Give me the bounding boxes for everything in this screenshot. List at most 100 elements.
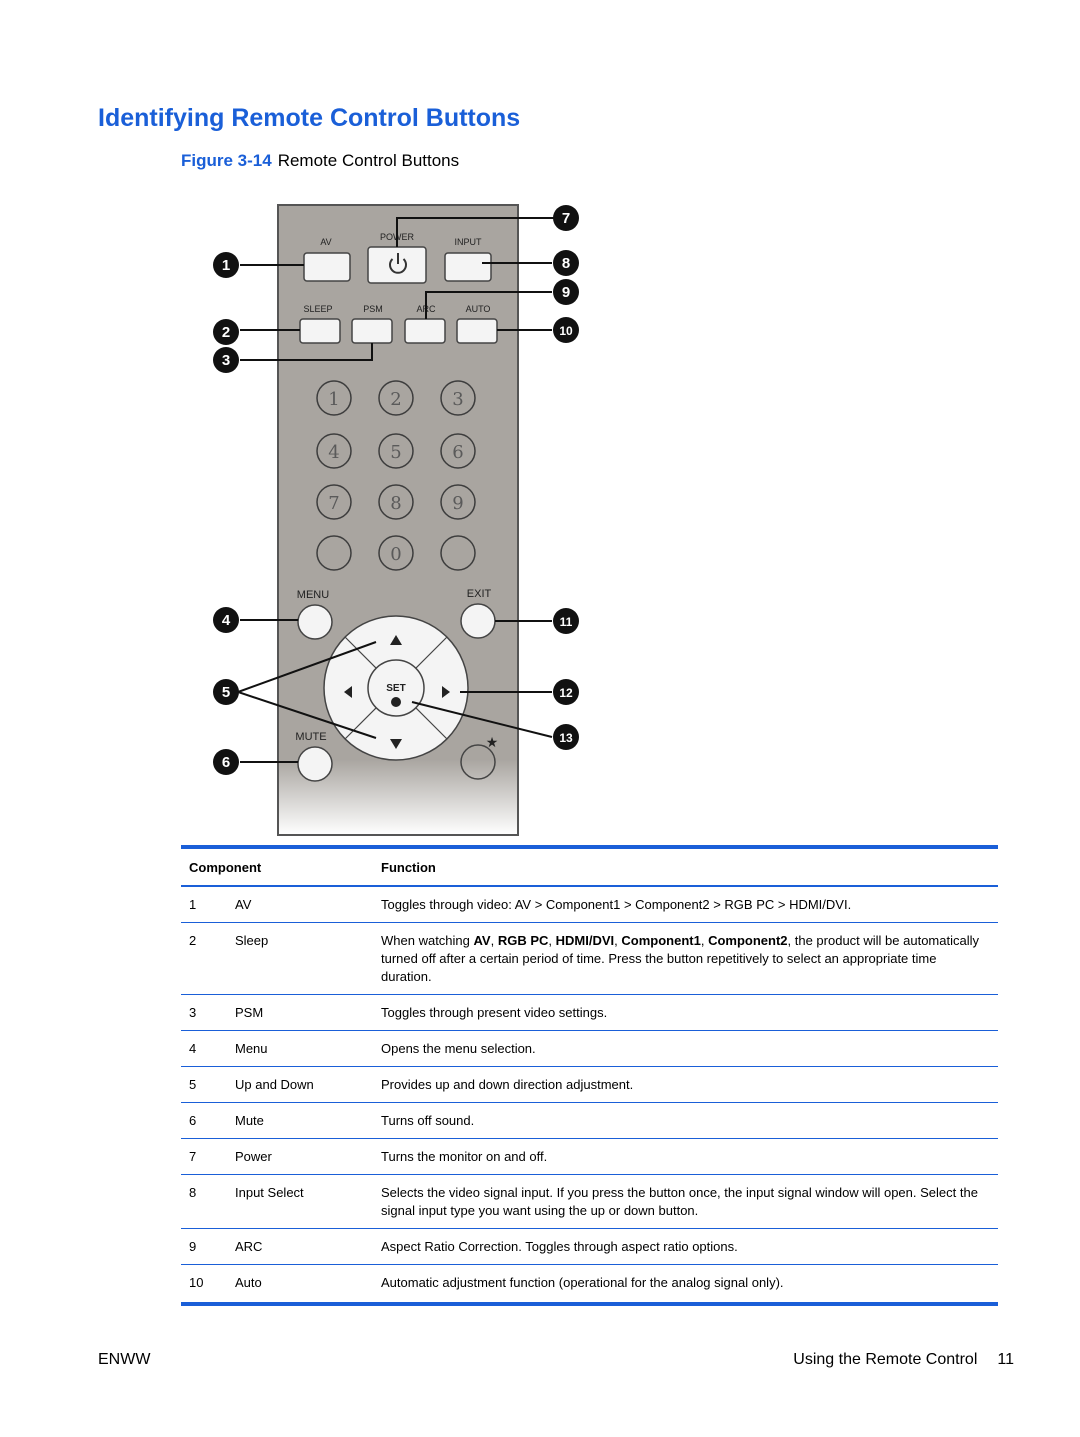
up-arrow-icon[interactable]: [390, 635, 402, 645]
row-number: 3: [189, 1005, 197, 1020]
number-button[interactable]: [378, 433, 414, 469]
function-bold-term: HDMI/DVI: [555, 933, 615, 948]
input-label: INPUT: [455, 237, 483, 247]
exit-button[interactable]: [460, 603, 496, 639]
row-number: 9: [189, 1239, 197, 1254]
row-number: 5: [189, 1077, 197, 1092]
number-button[interactable]: [440, 535, 476, 571]
number-button[interactable]: [440, 380, 476, 416]
set-button[interactable]: [367, 659, 425, 717]
footer-section-title: Using the Remote Control: [793, 1351, 978, 1368]
callout-number: 11: [560, 615, 573, 629]
callout-number: 6: [222, 754, 230, 771]
table-body: 1 AV Toggles through video: AV > Component…: [181, 887, 998, 1302]
number-button[interactable]: [316, 380, 352, 416]
input-button[interactable]: [444, 252, 492, 282]
psm-button[interactable]: [351, 318, 393, 344]
callout-marker: [553, 317, 579, 343]
function-text: ,: [700, 933, 709, 948]
row-number: 4: [189, 1041, 197, 1056]
arc-button[interactable]: [404, 318, 446, 344]
number-button[interactable]: [440, 484, 476, 520]
row-component: PSM: [235, 1005, 264, 1020]
row-function: Opens the menu selection.: [381, 1040, 994, 1058]
auto-label: AUTO: [466, 304, 491, 314]
callout-marker: [553, 608, 579, 634]
menu-button[interactable]: [297, 604, 333, 640]
function-text: ,: [490, 933, 498, 948]
number-button[interactable]: [378, 484, 414, 520]
row-number: 7: [189, 1149, 197, 1164]
mute-label: MUTE: [295, 731, 326, 743]
number-button[interactable]: [378, 535, 414, 571]
left-arrow-icon[interactable]: [344, 686, 352, 698]
callout-marker: [213, 679, 239, 705]
callout-marker: [553, 205, 579, 231]
callout-marker: [553, 724, 579, 750]
row-function: When watching AV, RGB PC, HDMI/DVI, Comp…: [381, 932, 994, 986]
av-button[interactable]: [303, 252, 351, 282]
callout-number: 4: [222, 612, 231, 629]
function-text: Selects the video signal input. If you p…: [381, 1185, 978, 1218]
mute-button[interactable]: [297, 746, 333, 782]
down-arrow-icon[interactable]: [390, 739, 402, 749]
row-component: AV: [235, 897, 252, 912]
callout-number: 3: [222, 352, 230, 369]
av-label: AV: [320, 237, 331, 247]
page-number: 11: [997, 1351, 1014, 1368]
function-text: Turns the monitor on and off.: [381, 1149, 548, 1164]
number-label: 7: [328, 493, 339, 514]
row-number: 1: [189, 897, 197, 912]
row-number: 10: [189, 1275, 204, 1290]
set-label: SET: [386, 683, 405, 694]
number-label: 0: [390, 544, 401, 565]
number-button[interactable]: [316, 433, 352, 469]
function-text: Toggles through video: AV > Component1 >…: [381, 897, 852, 912]
function-text: Turns off sound.: [381, 1113, 475, 1128]
footer-doc-code: ENWW: [98, 1351, 151, 1368]
row-component: Sleep: [235, 933, 269, 948]
row-function: Toggles through present video settings.: [381, 1004, 994, 1022]
callout-marker: [213, 347, 239, 373]
star-icon: ★: [486, 735, 499, 751]
function-bold-term: Component2: [708, 933, 788, 948]
number-button[interactable]: [440, 433, 476, 469]
row-component: Up and Down: [235, 1077, 314, 1092]
row-component: Auto: [235, 1275, 262, 1290]
number-button[interactable]: [316, 484, 352, 520]
table-header: Component Function: [181, 849, 998, 887]
number-button[interactable]: [316, 535, 352, 571]
row-function: Turns off sound.: [381, 1112, 994, 1130]
function-text: Automatic adjustment function (operation…: [381, 1275, 784, 1290]
row-function: Selects the video signal input. If you p…: [381, 1184, 994, 1220]
function-text: Provides up and down direction adjustmen…: [381, 1077, 634, 1092]
menu-label: MENU: [297, 589, 329, 601]
number-button[interactable]: [378, 380, 414, 416]
callout-marker: [213, 607, 239, 633]
function-bold-term: RGB PC: [497, 933, 549, 948]
function-text: Aspect Ratio Correction. Toggles through…: [381, 1239, 738, 1254]
auto-button[interactable]: [456, 318, 498, 344]
function-text: When watching: [381, 933, 474, 948]
row-component: Input Select: [235, 1185, 304, 1200]
row-function: Provides up and down direction adjustmen…: [381, 1076, 994, 1094]
row-function: Turns the monitor on and off.: [381, 1148, 994, 1166]
row-component: Mute: [235, 1113, 264, 1128]
callout-number: 7: [562, 210, 570, 227]
sleep-button[interactable]: [299, 318, 341, 344]
number-label: 5: [390, 442, 401, 463]
star-button[interactable]: [460, 744, 496, 780]
power-button[interactable]: [367, 246, 427, 284]
row-component: Power: [235, 1149, 272, 1164]
row-number: 8: [189, 1185, 197, 1200]
right-arrow-icon[interactable]: [442, 686, 450, 698]
callout-number: 5: [222, 684, 230, 701]
table-row: 5 Up and Down Provides up and down directi…: [181, 1067, 998, 1103]
footer-section: Using the Remote Control 11: [793, 1351, 1014, 1369]
callout-number: 10: [559, 324, 573, 338]
